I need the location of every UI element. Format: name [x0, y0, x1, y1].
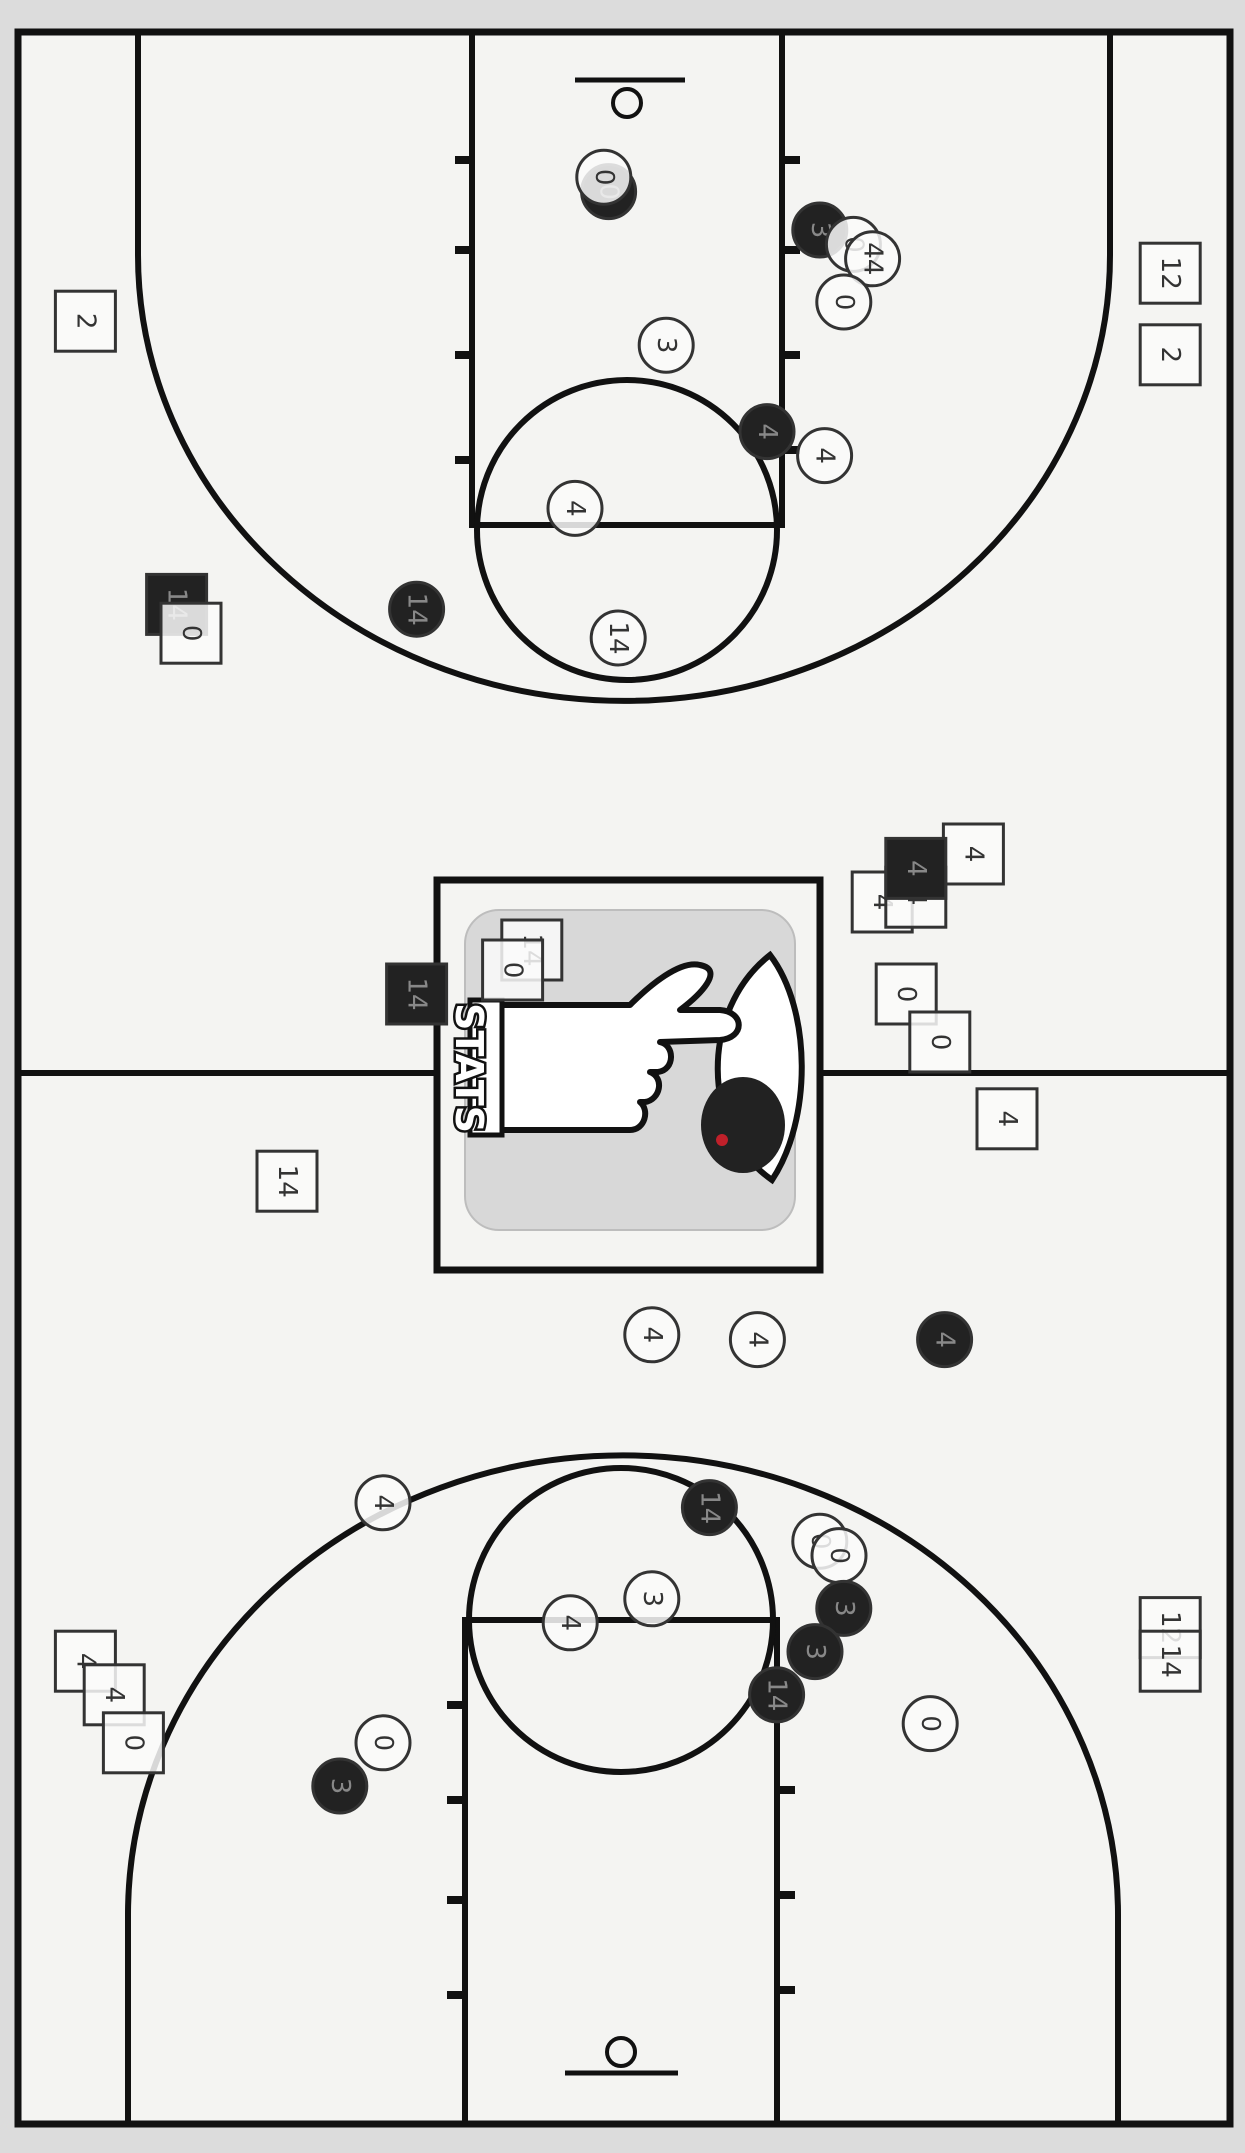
shot-label: 4: [637, 1327, 667, 1344]
shot-label: 14: [402, 593, 432, 626]
shot-label: 4: [752, 423, 782, 440]
shot-label: 4: [810, 447, 840, 464]
shot-marker: 0: [812, 1529, 866, 1583]
shot-label: 4: [560, 500, 590, 517]
shot-marker: 4: [730, 1313, 784, 1367]
shot-label: 0: [118, 1735, 148, 1752]
shot-label: 14: [272, 1165, 302, 1198]
shot-label: 12: [1155, 257, 1185, 290]
shot-marker: 4: [798, 429, 852, 483]
shot-label: 4: [901, 860, 931, 877]
shot-marker: 3: [313, 1759, 367, 1813]
shot-label: 0: [176, 625, 206, 642]
shot-label: 0: [368, 1735, 398, 1752]
shot-label: 14: [694, 1491, 724, 1524]
shot-label: 0: [498, 962, 528, 979]
shot-label: 14: [603, 621, 633, 654]
shot-marker: 4: [740, 405, 794, 459]
shot-marker: 14: [390, 582, 444, 636]
shot-label: 14: [1155, 1645, 1185, 1678]
shot-marker: 4: [543, 1596, 597, 1650]
shot-label: 0: [925, 1034, 955, 1051]
shot-marker: 0: [356, 1716, 410, 1770]
shot-marker: 2: [55, 291, 115, 351]
shot-marker: 0: [577, 150, 631, 204]
shot-label: 4: [555, 1615, 585, 1632]
shot-label: 2: [1155, 347, 1185, 364]
shot-marker: 0: [910, 1012, 970, 1072]
shot-marker: 3: [625, 1572, 679, 1626]
shot-marker: 14: [591, 611, 645, 665]
shot-marker: 4: [886, 838, 946, 898]
shot-marker: 4: [625, 1308, 679, 1362]
shot-marker: 14: [1140, 1631, 1200, 1691]
shot-label: 4: [930, 1331, 960, 1348]
shot-marker: 4: [356, 1476, 410, 1530]
shot-label: 3: [800, 1643, 830, 1660]
shot-marker: 0: [103, 1713, 163, 1773]
shot-label: 0: [589, 169, 619, 186]
shot-marker: 14: [387, 964, 447, 1024]
shot-label: 4: [99, 1687, 129, 1704]
shot-label: 3: [651, 337, 681, 354]
shot-label: 0: [891, 986, 921, 1003]
shot-marker: 4: [977, 1089, 1037, 1149]
shot-marker: 4: [548, 481, 602, 535]
shot-marker: 2: [1140, 325, 1200, 385]
shot-label: 4: [742, 1331, 772, 1348]
shot-label: 44: [858, 242, 888, 275]
shot-marker: 14: [257, 1151, 317, 1211]
shot-marker: 0: [483, 940, 543, 1000]
shot-label: 4: [992, 1111, 1022, 1128]
shot-marker: 14: [682, 1481, 736, 1535]
shot-label: 3: [829, 1600, 859, 1617]
shot-label: 0: [824, 1547, 854, 1564]
shot-marker: 4: [918, 1313, 972, 1367]
shot-marker: 0: [903, 1697, 957, 1751]
shot-marker: 4: [943, 824, 1003, 884]
logo-text: STATS: [447, 1003, 491, 1133]
shot-marker: 3: [639, 318, 693, 372]
shot-label: 0: [829, 294, 859, 311]
shot-marker: 0: [161, 603, 221, 663]
shot-label: 3: [325, 1778, 355, 1795]
shot-marker: 12: [1140, 243, 1200, 303]
shot-label: 4: [958, 846, 988, 863]
shot-label: 3: [637, 1591, 667, 1608]
shot-label: 0: [915, 1715, 945, 1732]
shot-label: 14: [402, 977, 432, 1010]
shot-marker: 3: [788, 1625, 842, 1679]
shot-label: 2: [70, 313, 100, 330]
shot-label: 4: [368, 1495, 398, 1512]
shot-marker: 14: [750, 1668, 804, 1722]
shot-marker: 0: [817, 275, 871, 329]
shot-label: 14: [762, 1678, 792, 1711]
